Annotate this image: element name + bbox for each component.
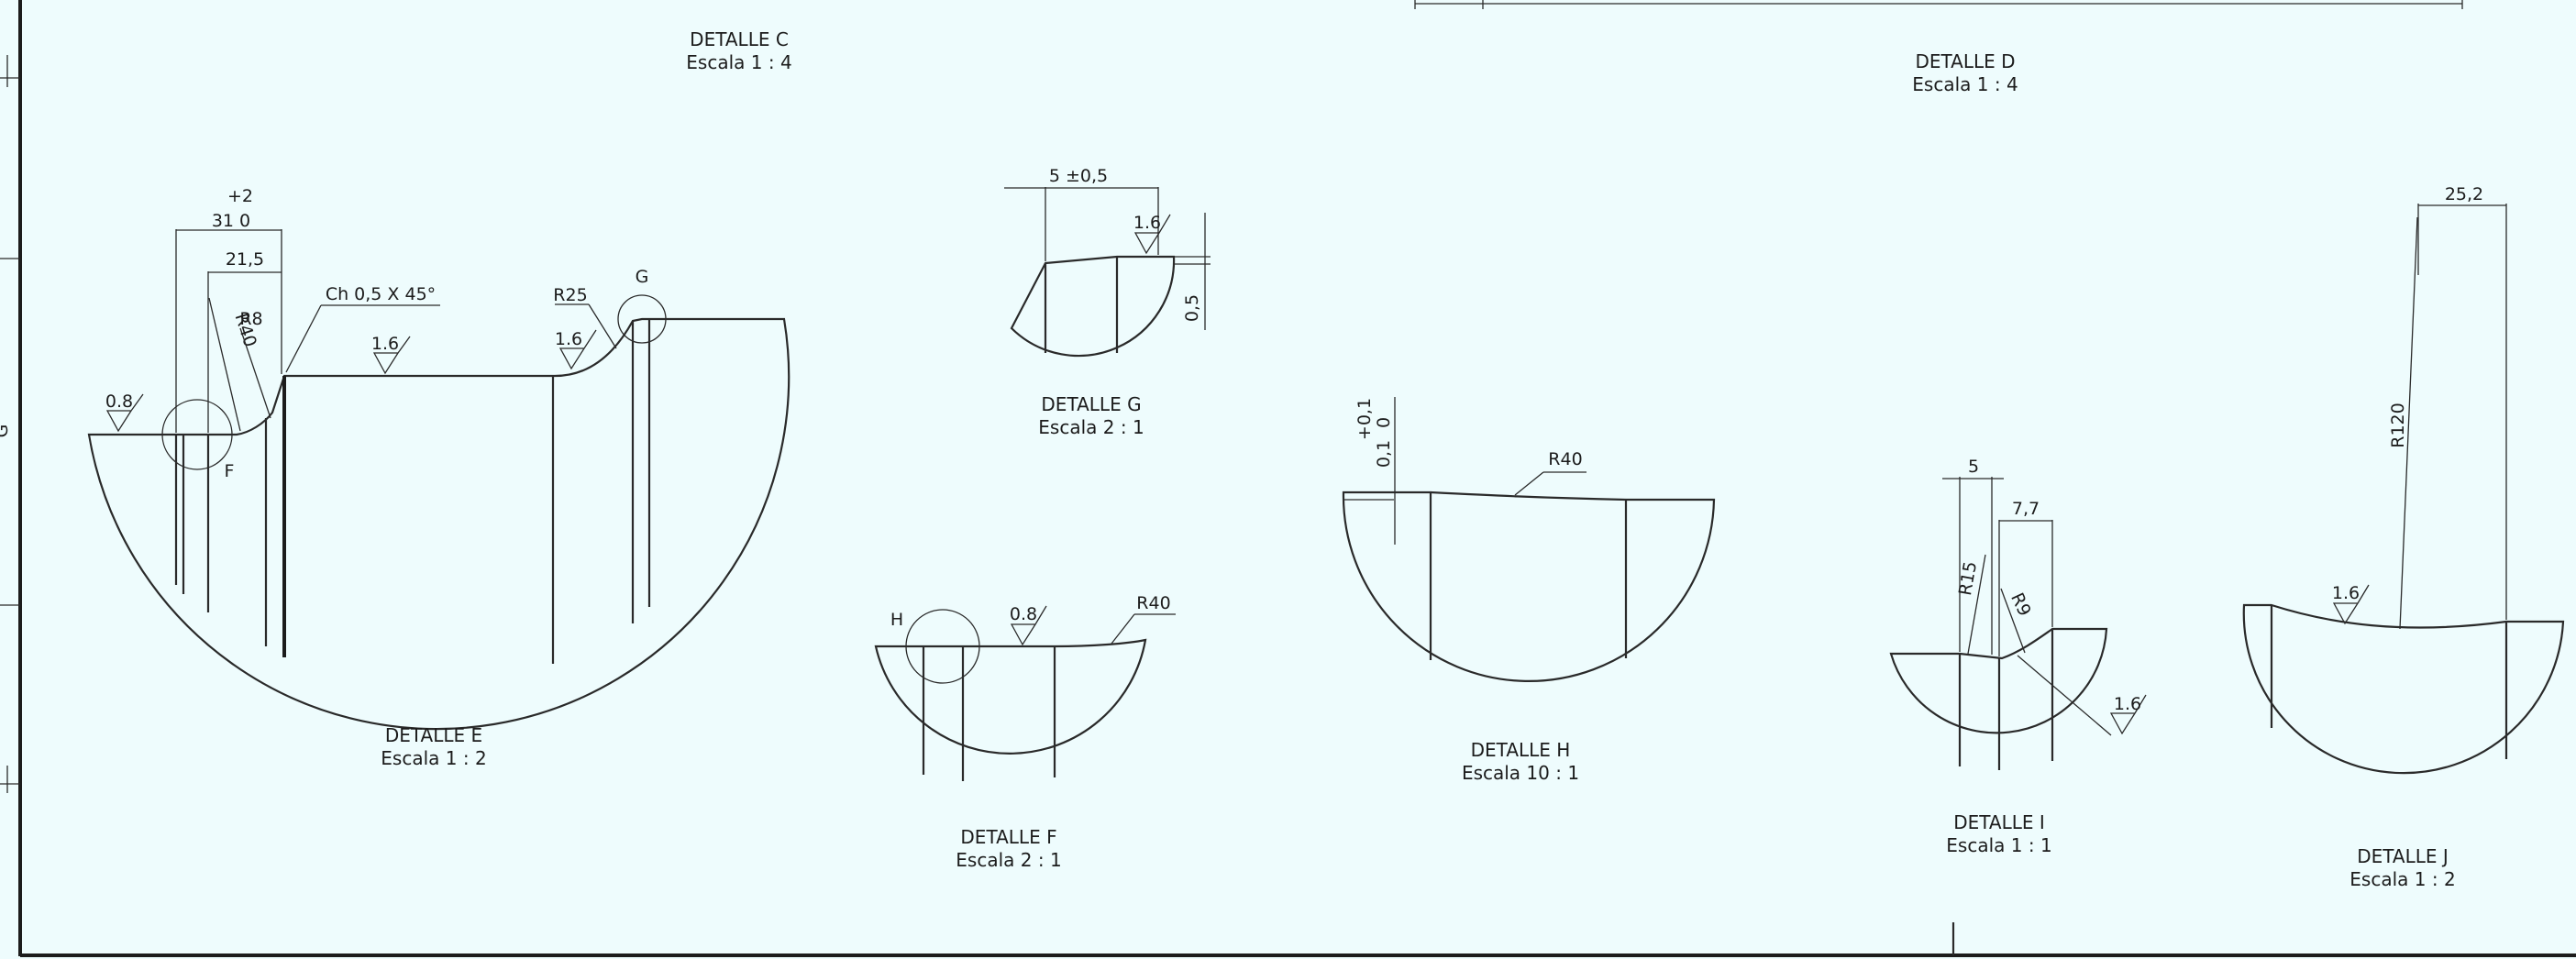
detail-h-callout-circle bbox=[905, 609, 980, 684]
detail-i-dim-7-7: 7,7 bbox=[2012, 499, 2040, 519]
detail-e-dim-31: 31 0 bbox=[212, 211, 250, 231]
detail-i-roughness: 1.6 bbox=[2114, 694, 2141, 714]
detail-e-dim-21-5: 21,5 bbox=[226, 249, 264, 270]
detail-j-roughness: 1.6 bbox=[2332, 583, 2360, 603]
detail-e-roughness-1-6b: 1.6 bbox=[555, 329, 582, 349]
detail-j-scale: Escala 1 : 2 bbox=[2349, 868, 2455, 890]
detail-j-dim-25-2: 25,2 bbox=[2445, 184, 2483, 204]
detail-f: H 0.8 R40 DETALLE F Escala 2 : 1 bbox=[874, 593, 1176, 871]
detail-g-roughness: 1.6 bbox=[1133, 213, 1161, 233]
detail-e-tol-plus: +2 bbox=[227, 186, 253, 206]
detail-e-f-marker: F bbox=[225, 461, 235, 481]
border-zone-letter: G bbox=[0, 424, 12, 438]
detail-g-dim-5: 5 ±0,5 bbox=[1049, 166, 1108, 186]
detail-e-scale: Escala 1 : 2 bbox=[381, 747, 486, 769]
detail-i-r15: R15 bbox=[1955, 560, 1981, 598]
detail-f-scale: Escala 2 : 1 bbox=[956, 849, 1061, 871]
detail-h-title: DETALLE H bbox=[1471, 739, 1571, 761]
detail-g-scale: Escala 2 : 1 bbox=[1038, 416, 1144, 438]
detail-g: 5 ±0,5 0,5 1.6 DETALLE G Escala 2 : 1 bbox=[1004, 166, 1211, 438]
detail-j: 25,2 R120 1.6 DETALLE J Escala 1 : 2 bbox=[2242, 184, 2565, 890]
detail-e-roughness-1-6a: 1.6 bbox=[371, 334, 399, 354]
detail-j-r120: R120 bbox=[2388, 402, 2408, 447]
detail-g-callout-circle bbox=[617, 294, 667, 344]
detail-e-r25: R25 bbox=[553, 285, 587, 305]
detail-c-caption: DETALLE C Escala 1 : 4 bbox=[686, 28, 791, 73]
detail-e-chamfer: Ch 0,5 X 45° bbox=[326, 284, 436, 304]
detail-h-r40: R40 bbox=[1548, 449, 1582, 469]
detail-f-r40: R40 bbox=[1136, 593, 1170, 613]
detail-j-title: DETALLE J bbox=[2357, 845, 2449, 867]
detail-h-dim-0-1: 0,1 bbox=[1374, 440, 1394, 468]
detail-c-title: DETALLE C bbox=[690, 28, 789, 50]
detail-f-title: DETALLE F bbox=[960, 826, 1056, 848]
detail-h-tol-zero: 0 bbox=[1374, 417, 1394, 428]
detail-d-title: DETALLE D bbox=[1915, 50, 2015, 72]
detail-f-roughness: 0.8 bbox=[1010, 604, 1037, 624]
detail-h-tol-plus: +0,1 bbox=[1354, 398, 1375, 440]
detail-e-g-marker: G bbox=[636, 267, 649, 287]
detail-e-title: DETALLE E bbox=[385, 724, 482, 746]
detail-d-scale: Escala 1 : 4 bbox=[1912, 73, 2018, 95]
detail-i-dim-5: 5 bbox=[1968, 457, 1979, 477]
detail-i-title: DETALLE I bbox=[1953, 811, 2045, 833]
detail-e-roughness-0-8: 0.8 bbox=[105, 391, 133, 412]
detail-h-scale: Escala 10 : 1 bbox=[1462, 762, 1579, 784]
partial-dimension-top bbox=[1414, 0, 2463, 9]
detail-g-title: DETALLE G bbox=[1041, 393, 1141, 415]
detail-c-scale: Escala 1 : 4 bbox=[686, 51, 791, 73]
detail-f-callout-circle bbox=[161, 399, 233, 470]
detail-d-caption: DETALLE D Escala 1 : 4 bbox=[1912, 50, 2018, 95]
detail-g-dim-0-5: 0,5 bbox=[1182, 294, 1202, 322]
detail-f-h-marker: H bbox=[890, 610, 903, 630]
detail-e: +2 31 0 21,5 R40 R8 Ch 0,5 X 45° R25 G F… bbox=[87, 186, 790, 769]
detail-e-r8: R8 bbox=[239, 309, 262, 329]
detail-i-scale: Escala 1 : 1 bbox=[1946, 834, 2051, 856]
detail-h: +0,1 0 0,1 R40 DETALLE H Escala 10 : 1 bbox=[1342, 397, 1716, 784]
detail-i: 5 7,7 R15 R9 1.6 DETALLE I Escala 1 : 1 bbox=[1889, 457, 2147, 856]
